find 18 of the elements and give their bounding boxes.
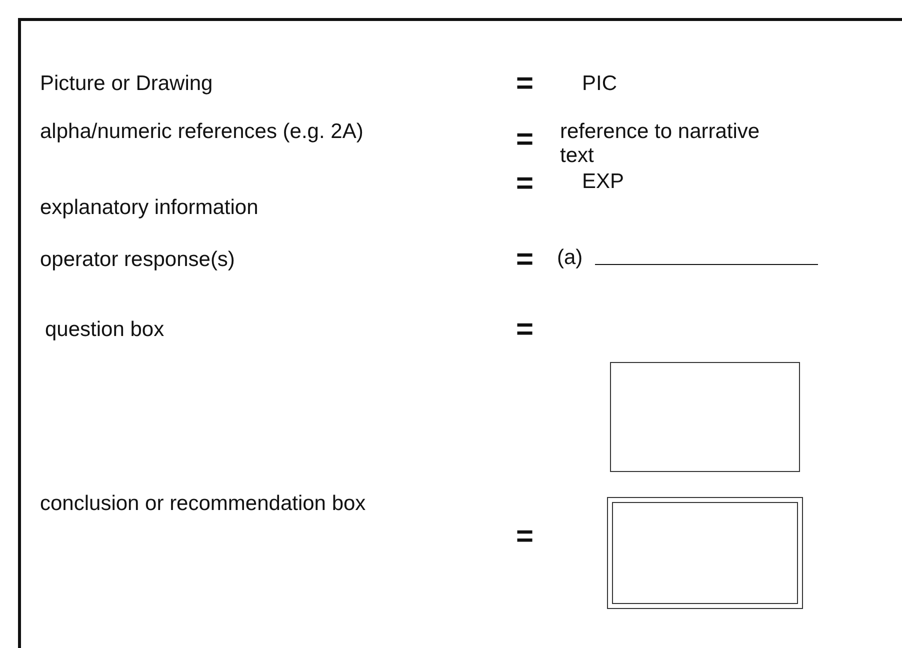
legend-term: Picture or Drawing <box>40 72 213 96</box>
legend-term: alpha/numeric references (e.g. 2A) <box>40 120 364 144</box>
equals-sign: = <box>516 525 534 549</box>
legend-term: question box <box>45 318 164 342</box>
legend-term: conclusion or recommendation box <box>40 492 366 516</box>
legend-term: operator response(s) <box>40 248 235 272</box>
equals-sign: = <box>516 128 534 152</box>
conclusion-box <box>607 497 803 609</box>
response-marker: (a) <box>557 246 583 270</box>
equals-sign: = <box>516 172 534 196</box>
equals-sign: = <box>516 318 534 342</box>
legend-term: explanatory information <box>40 196 258 220</box>
legend-value: reference to narrative text <box>560 120 761 168</box>
equals-sign: = <box>516 72 534 96</box>
legend-value: EXP <box>582 170 624 194</box>
question-box <box>610 362 800 472</box>
equals-sign: = <box>516 248 534 272</box>
legend-value: PIC <box>582 72 618 96</box>
